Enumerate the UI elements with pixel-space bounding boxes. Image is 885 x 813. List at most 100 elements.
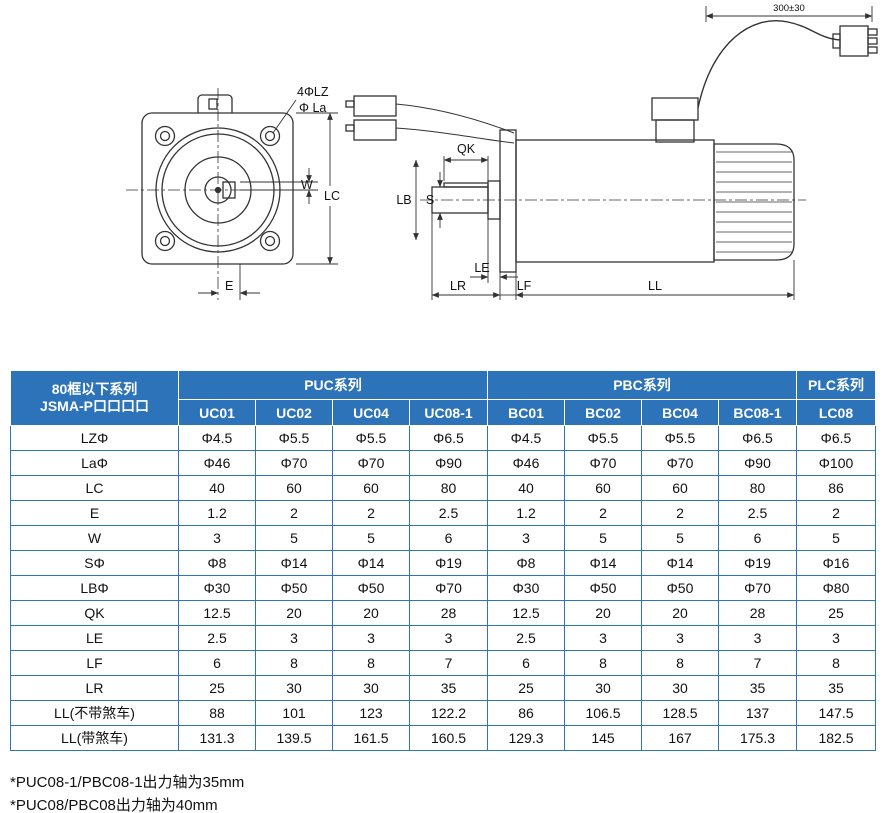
- terminal-block: [651, 97, 699, 143]
- model-header: BC08-1: [718, 399, 797, 426]
- row-label: LC: [10, 475, 179, 501]
- series-group-row: 80框以下系列 JSMA-P口口口口 PUC系列 PBC系列 PLC系列: [10, 370, 876, 426]
- dim-value-cell: 20: [255, 600, 333, 626]
- group-header-pbc: PBC系列: [487, 370, 797, 400]
- dim-value-cell: Φ50: [641, 575, 719, 601]
- e-dim-label: E: [225, 279, 233, 293]
- dim-value-cell: 161.5: [332, 725, 410, 751]
- technical-drawings: 4ΦLZ Φ La W LC E: [126, 3, 878, 300]
- lr-dim-label: LR: [450, 279, 466, 293]
- dim-value-cell: Φ70: [641, 450, 719, 476]
- footnotes: *PUC08-1/PBC08-1出力轴为35mm *PUC08/PBC08出力轴…: [10, 771, 885, 813]
- dim-value-cell: 25: [178, 675, 256, 701]
- side-view: 300±30 QK LB S LE LR LF LL: [345, 3, 878, 300]
- dim-value-cell: 5: [332, 525, 410, 551]
- dim-value-cell: 145: [564, 725, 642, 751]
- power-cable: [697, 20, 841, 109]
- dim-value-cell: 3: [487, 525, 565, 551]
- footnote-1: *PUC08-1/PBC08-1出力轴为35mm: [10, 774, 245, 791]
- dim-value-cell: Φ50: [255, 575, 333, 601]
- ll-dim-label: LL: [648, 279, 662, 293]
- dim-value-cell: Φ6.5: [796, 425, 876, 451]
- dim-value-cell: 2: [255, 500, 333, 526]
- dim-value-cell: 60: [255, 475, 333, 501]
- dim-value-cell: 6: [409, 525, 488, 551]
- encoder-connector: [345, 95, 515, 144]
- dim-value-cell: Φ8: [487, 550, 565, 576]
- dim-value-cell: 3: [332, 625, 410, 651]
- dim-value-cell: 86: [796, 475, 876, 501]
- cable-length-label: 300±30: [773, 3, 805, 14]
- dim-value-cell: 5: [255, 525, 333, 551]
- model-header: UC04: [332, 399, 410, 426]
- dim-value-cell: Φ70: [332, 450, 410, 476]
- qk-dim-label: QK: [457, 142, 476, 156]
- dim-value-cell: Φ8: [178, 550, 256, 576]
- row-label: LL(不带煞车): [10, 700, 179, 726]
- dim-value-cell: Φ19: [409, 550, 488, 576]
- dim-value-cell: 2.5: [409, 500, 488, 526]
- dim-value-cell: 3: [255, 625, 333, 651]
- dim-value-cell: 40: [178, 475, 256, 501]
- dim-value-cell: 131.3: [178, 725, 256, 751]
- dim-value-cell: 182.5: [796, 725, 876, 751]
- dim-value-cell: 35: [718, 675, 797, 701]
- dim-value-cell: Φ5.5: [255, 425, 333, 451]
- dim-value-cell: 86: [487, 700, 565, 726]
- row-label: LaΦ: [10, 450, 179, 476]
- dim-value-cell: Φ80: [796, 575, 876, 601]
- lb-dim-label: LB: [396, 193, 411, 207]
- dim-value-cell: 12.5: [487, 600, 565, 626]
- dim-value-cell: 106.5: [564, 700, 642, 726]
- row-label: LR: [10, 675, 179, 701]
- dim-value-cell: 30: [255, 675, 333, 701]
- dim-value-cell: 3: [564, 625, 642, 651]
- dim-value-cell: 129.3: [487, 725, 565, 751]
- dim-value-cell: Φ50: [332, 575, 410, 601]
- front-centerlines: [126, 88, 312, 300]
- group-header-plc: PLC系列: [796, 370, 876, 400]
- dim-value-cell: 6: [487, 650, 565, 676]
- dim-value-cell: Φ30: [178, 575, 256, 601]
- dimension-table: 80框以下系列 JSMA-P口口口口 PUC系列 PBC系列 PLC系列 UC0…: [10, 370, 876, 751]
- group-header-puc: PUC系列: [178, 370, 488, 400]
- dim-value-cell: 139.5: [255, 725, 333, 751]
- dim-value-cell: Φ5.5: [641, 425, 719, 451]
- dim-value-cell: 8: [255, 650, 333, 676]
- rear-housing: [713, 143, 795, 261]
- dim-value-cell: 3: [796, 625, 876, 651]
- dim-value-cell: 30: [564, 675, 642, 701]
- row-label: QK: [10, 600, 179, 626]
- dim-value-cell: 8: [332, 650, 410, 676]
- dim-value-cell: 2: [332, 500, 410, 526]
- dim-value-cell: 123: [332, 700, 410, 726]
- dim-value-cell: 167: [641, 725, 719, 751]
- le-dim-label: LE: [474, 261, 489, 275]
- dim-value-cell: 60: [564, 475, 642, 501]
- top-tab-slot: [208, 98, 218, 110]
- row-label: SΦ: [10, 550, 179, 576]
- dim-value-cell: Φ30: [487, 575, 565, 601]
- dim-value-cell: 137: [718, 700, 797, 726]
- dim-value-cell: Φ14: [255, 550, 333, 576]
- dim-value-cell: 5: [641, 525, 719, 551]
- model-header: BC01: [487, 399, 565, 426]
- dim-value-cell: 2: [564, 500, 642, 526]
- model-header: UC08-1: [409, 399, 488, 426]
- dim-value-cell: 2.5: [718, 500, 797, 526]
- row-label: W: [10, 525, 179, 551]
- dim-value-cell: 30: [641, 675, 719, 701]
- dim-value-cell: 40: [487, 475, 565, 501]
- dim-value-cell: Φ19: [718, 550, 797, 576]
